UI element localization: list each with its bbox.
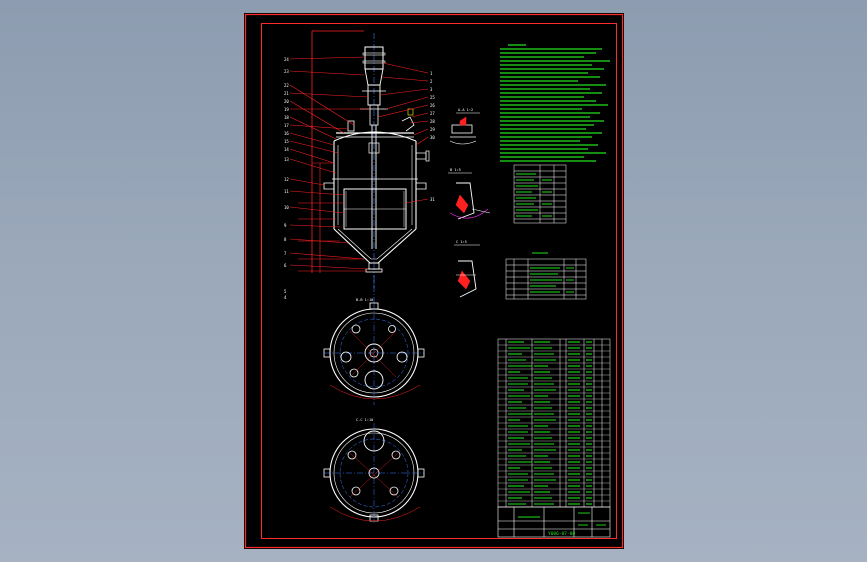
outer-frame — [244, 13, 624, 549]
svg-text:28: 28 — [430, 119, 435, 124]
detail-view-3 — [454, 244, 480, 298]
svg-text:C-C 1:10: C-C 1:10 — [356, 418, 373, 422]
svg-text:16: 16 — [284, 131, 289, 136]
svg-text:27: 27 — [430, 111, 435, 116]
svg-text:24: 24 — [284, 57, 289, 62]
drawing-code: Y086-07-00 — [548, 531, 575, 537]
svg-text:A-A 1:2: A-A 1:2 — [458, 108, 473, 112]
svg-text:21: 21 — [284, 91, 289, 96]
svg-text:5: 5 — [284, 289, 287, 294]
svg-text:1: 1 — [430, 71, 433, 76]
title-block — [497, 506, 611, 538]
svg-text:31: 31 — [430, 197, 435, 202]
svg-text:2: 2 — [430, 79, 433, 84]
svg-text:26: 26 — [430, 103, 435, 108]
technical-notes — [500, 44, 610, 162]
svg-text:11: 11 — [284, 189, 289, 194]
svg-text:8: 8 — [284, 237, 287, 242]
svg-text:7: 7 — [284, 251, 287, 256]
title-block-text — [518, 512, 606, 526]
parameter-table — [513, 164, 567, 224]
svg-text:6: 6 — [284, 263, 287, 268]
detail-view-2 — [448, 172, 491, 220]
detail-view-1 — [449, 112, 480, 145]
svg-text:4: 4 — [284, 295, 287, 300]
vessel-elevation — [298, 30, 430, 303]
svg-text:14: 14 — [284, 147, 289, 152]
svg-text:19: 19 — [284, 107, 289, 112]
svg-text:9: 9 — [284, 223, 287, 228]
svg-text:25: 25 — [430, 95, 435, 100]
bom-rows — [498, 341, 610, 505]
nozzle-table-text — [530, 267, 574, 293]
detail-labels: A-A 1:2 B 1:5 C 1:5 — [450, 108, 473, 244]
plan-view-top — [323, 302, 425, 405]
svg-text:10: 10 — [284, 205, 289, 210]
leader-lines-left — [289, 56, 370, 270]
svg-text:22: 22 — [284, 83, 289, 88]
plan-captions: B-B 1:10 C-C 1:10 — [356, 298, 373, 422]
leader-lines-right — [377, 62, 429, 204]
svg-text:C 1:5: C 1:5 — [456, 240, 467, 244]
svg-text:B 1:5: B 1:5 — [450, 168, 461, 172]
svg-text:17: 17 — [284, 123, 289, 128]
svg-text:23: 23 — [284, 69, 289, 74]
nozzle-table — [505, 252, 587, 300]
svg-text:18: 18 — [284, 115, 289, 120]
svg-text:12: 12 — [284, 177, 289, 182]
svg-text:29: 29 — [430, 127, 435, 132]
plan-view-bottom — [323, 423, 425, 523]
svg-text:B-B 1:10: B-B 1:10 — [356, 298, 373, 302]
svg-text:30: 30 — [430, 135, 435, 140]
svg-text:20: 20 — [284, 99, 289, 104]
inner-frame — [261, 23, 617, 539]
svg-text:13: 13 — [284, 157, 289, 162]
svg-text:15: 15 — [284, 139, 289, 144]
svg-text:3: 3 — [430, 87, 433, 92]
parameter-table-text — [516, 173, 552, 217]
